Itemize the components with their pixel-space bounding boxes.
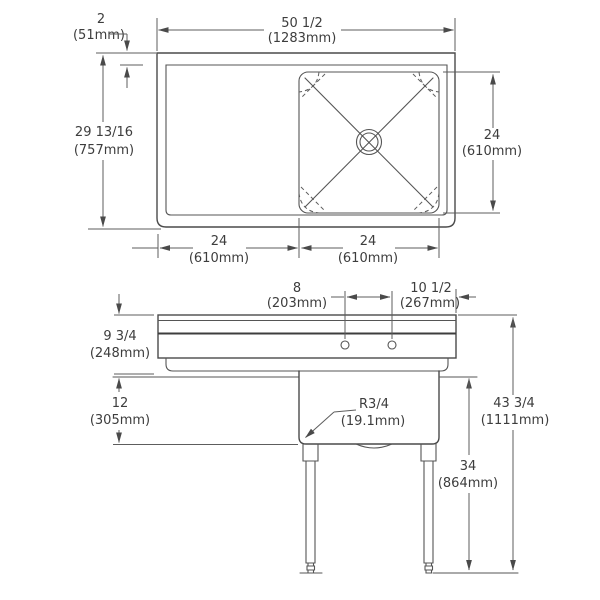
dim-overall-depth-metric: (757mm) [74,143,134,158]
dim-floor-to-underside: 34 (864mm) [438,378,498,571]
dim-splash-rim-height: 9 3/4 (248mm) [90,294,154,375]
dim-corner-radius: R3/4 (19.1mm) [305,397,405,438]
dim-floor-underside-inches: 34 [460,459,477,474]
dim-bowl-front-to-back: 24 (610mm) [443,71,522,214]
dim-corner-radius-inches: R3/4 [359,397,389,412]
rim-band [157,314,457,359]
dim-hole-offset-metric: (267mm) [400,296,460,311]
dim-hole-spacing-inches: 8 [293,281,301,296]
dim-backsplash-depth: 2 (51mm) [73,12,143,88]
dim-hole-offset-inches: 10 1/2 [410,281,452,296]
dim-bowl-ftb-inches: 24 [484,128,501,143]
front-view: 8 (203mm) 10 1/2 (267mm) 9 3/4 (248mm) [90,281,550,574]
dim-overall-depth-inches: 29 13/16 [75,125,133,140]
dim-backsplash-metric: (51mm) [73,28,125,43]
dim-bowl-depth-inches: 12 [112,396,129,411]
dim-overall-width-inches: 50 1/2 [281,16,323,31]
bowl-elevation [298,370,440,445]
faucet-hole-right [387,340,397,350]
dim-overall-height-inches: 43 3/4 [493,396,535,411]
drain-outer-circle [355,128,383,156]
dim-overall-height: 43 3/4 (1111mm) [458,314,550,571]
sink-outer-edge [156,52,456,228]
dim-bowl-width-metric: (610mm) [338,251,398,266]
drain-boss [355,443,393,449]
dim-corner-radius-metric: (19.1mm) [341,414,405,429]
dim-overall-depth: 29 13/16 (757mm) [74,52,161,230]
dim-floor-underside-metric: (864mm) [438,476,498,491]
faucet-hole-left [340,340,350,350]
sink-bowl-plan [298,71,440,214]
dim-bowl-depth-metric: (305mm) [90,413,150,428]
sink-inner-edge [165,64,448,216]
bowl-outline [298,71,440,214]
dim-overall-height-metric: (1111mm) [481,413,550,428]
dim-hole-spacing-metric: (203mm) [267,296,327,311]
dim-bowl-depth: 12 (305mm) [90,378,298,445]
dim-overall-width-metric: (1283mm) [268,31,337,46]
bowl-diagonal [304,77,434,208]
left-leg [302,443,319,574]
dim-bowl-width-inches: 24 [360,234,377,249]
dim-drainboard-inches: 24 [211,234,228,249]
dim-drainboard-width: 24 (610mm) [132,218,300,266]
dim-backsplash-inches: 2 [97,12,105,27]
dim-faucet-hole-spacing: 8 (203mm) [267,281,393,339]
dim-overall-width: 50 1/2 (1283mm) [156,16,456,51]
dim-splash-rim-metric: (248mm) [90,346,150,361]
dim-drainboard-metric: (610mm) [189,251,249,266]
adjustable-foot [306,562,316,574]
splash-and-rim [157,314,457,372]
top-view: 50 1/2 (1283mm) 2 (51mm) 29 13/16 (757mm… [73,12,522,266]
dim-bowl-ftb-metric: (610mm) [462,144,522,159]
adjustable-foot [424,562,434,574]
right-leg [420,443,437,574]
dim-faucet-hole-offset: 10 1/2 (267mm) [400,281,476,313]
dim-bowl-width: 24 (610mm) [301,218,440,266]
coved-corner-marks [298,71,440,214]
dim-splash-rim-inches: 9 3/4 [103,329,136,344]
rim-lip [165,357,449,372]
drain-inner-circle [359,132,379,152]
